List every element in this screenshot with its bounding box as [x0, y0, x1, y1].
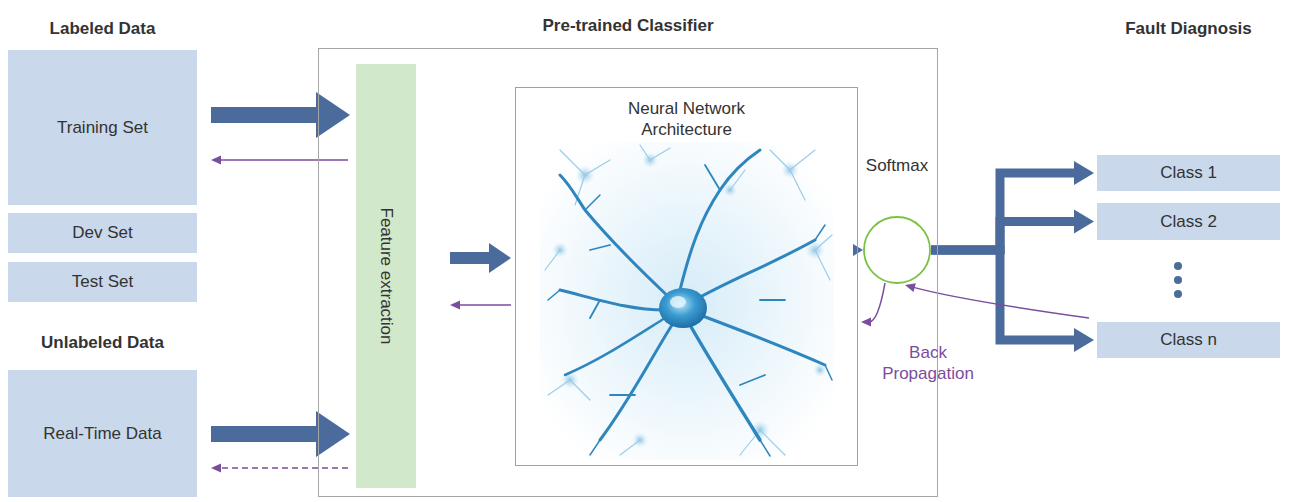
- softmax-circle: [852, 214, 942, 286]
- group-heading: Unlabeled Data: [8, 332, 197, 353]
- connector-arrow: [931, 161, 1094, 250]
- node-label: Feature extraction: [375, 207, 396, 344]
- connector-arrow: [450, 301, 511, 310]
- connector-arrow: [450, 243, 511, 273]
- group-heading: Fault Diagnosis: [1097, 18, 1280, 39]
- classifier-frame: Pre-trained ClassifierFeature extraction…: [318, 48, 938, 497]
- data-set-box: Dev Set: [8, 213, 197, 253]
- data-set-box: Training Set: [8, 50, 197, 205]
- node-label: Softmax: [852, 155, 942, 176]
- connector-arrow: [211, 156, 348, 165]
- softmax-node: Softmax: [852, 151, 942, 286]
- connector-arrow: [853, 244, 863, 256]
- node-label: Dev Set: [72, 222, 132, 243]
- edge-note: Back Propagation: [868, 342, 988, 385]
- node-label: Class n: [1160, 329, 1217, 350]
- feature-extraction-band: Feature extraction: [356, 64, 416, 488]
- connector-arrow: [211, 411, 350, 457]
- connector-arrow: [905, 283, 1089, 318]
- node-label: Training Set: [57, 117, 148, 138]
- node-label: Real-Time Data: [43, 423, 161, 444]
- connector-arrow: [861, 283, 885, 327]
- node-label: Neural Network Architecture: [597, 98, 777, 141]
- connector-arrow: [931, 250, 1094, 352]
- data-set-box: Real-Time Data: [8, 370, 197, 497]
- node-label: Pre-trained Classifier: [319, 15, 937, 36]
- node-label: Test Set: [72, 271, 133, 292]
- connector-arrow: [211, 92, 350, 138]
- connector-arrow: [931, 210, 1094, 251]
- node-label: Class 2: [1160, 211, 1217, 232]
- class-box: Class n: [1097, 322, 1280, 358]
- connector-arrow: [211, 464, 348, 473]
- data-set-box: Test Set: [8, 262, 197, 302]
- class-box: Class 2: [1097, 203, 1280, 240]
- node-label: Class 1: [1160, 162, 1217, 183]
- class-box: Class 1: [1097, 155, 1280, 191]
- network-box: Neural Network Architecture: [515, 87, 858, 466]
- group-heading: Labeled Data: [8, 18, 197, 39]
- ellipsis-dots: [1174, 262, 1182, 298]
